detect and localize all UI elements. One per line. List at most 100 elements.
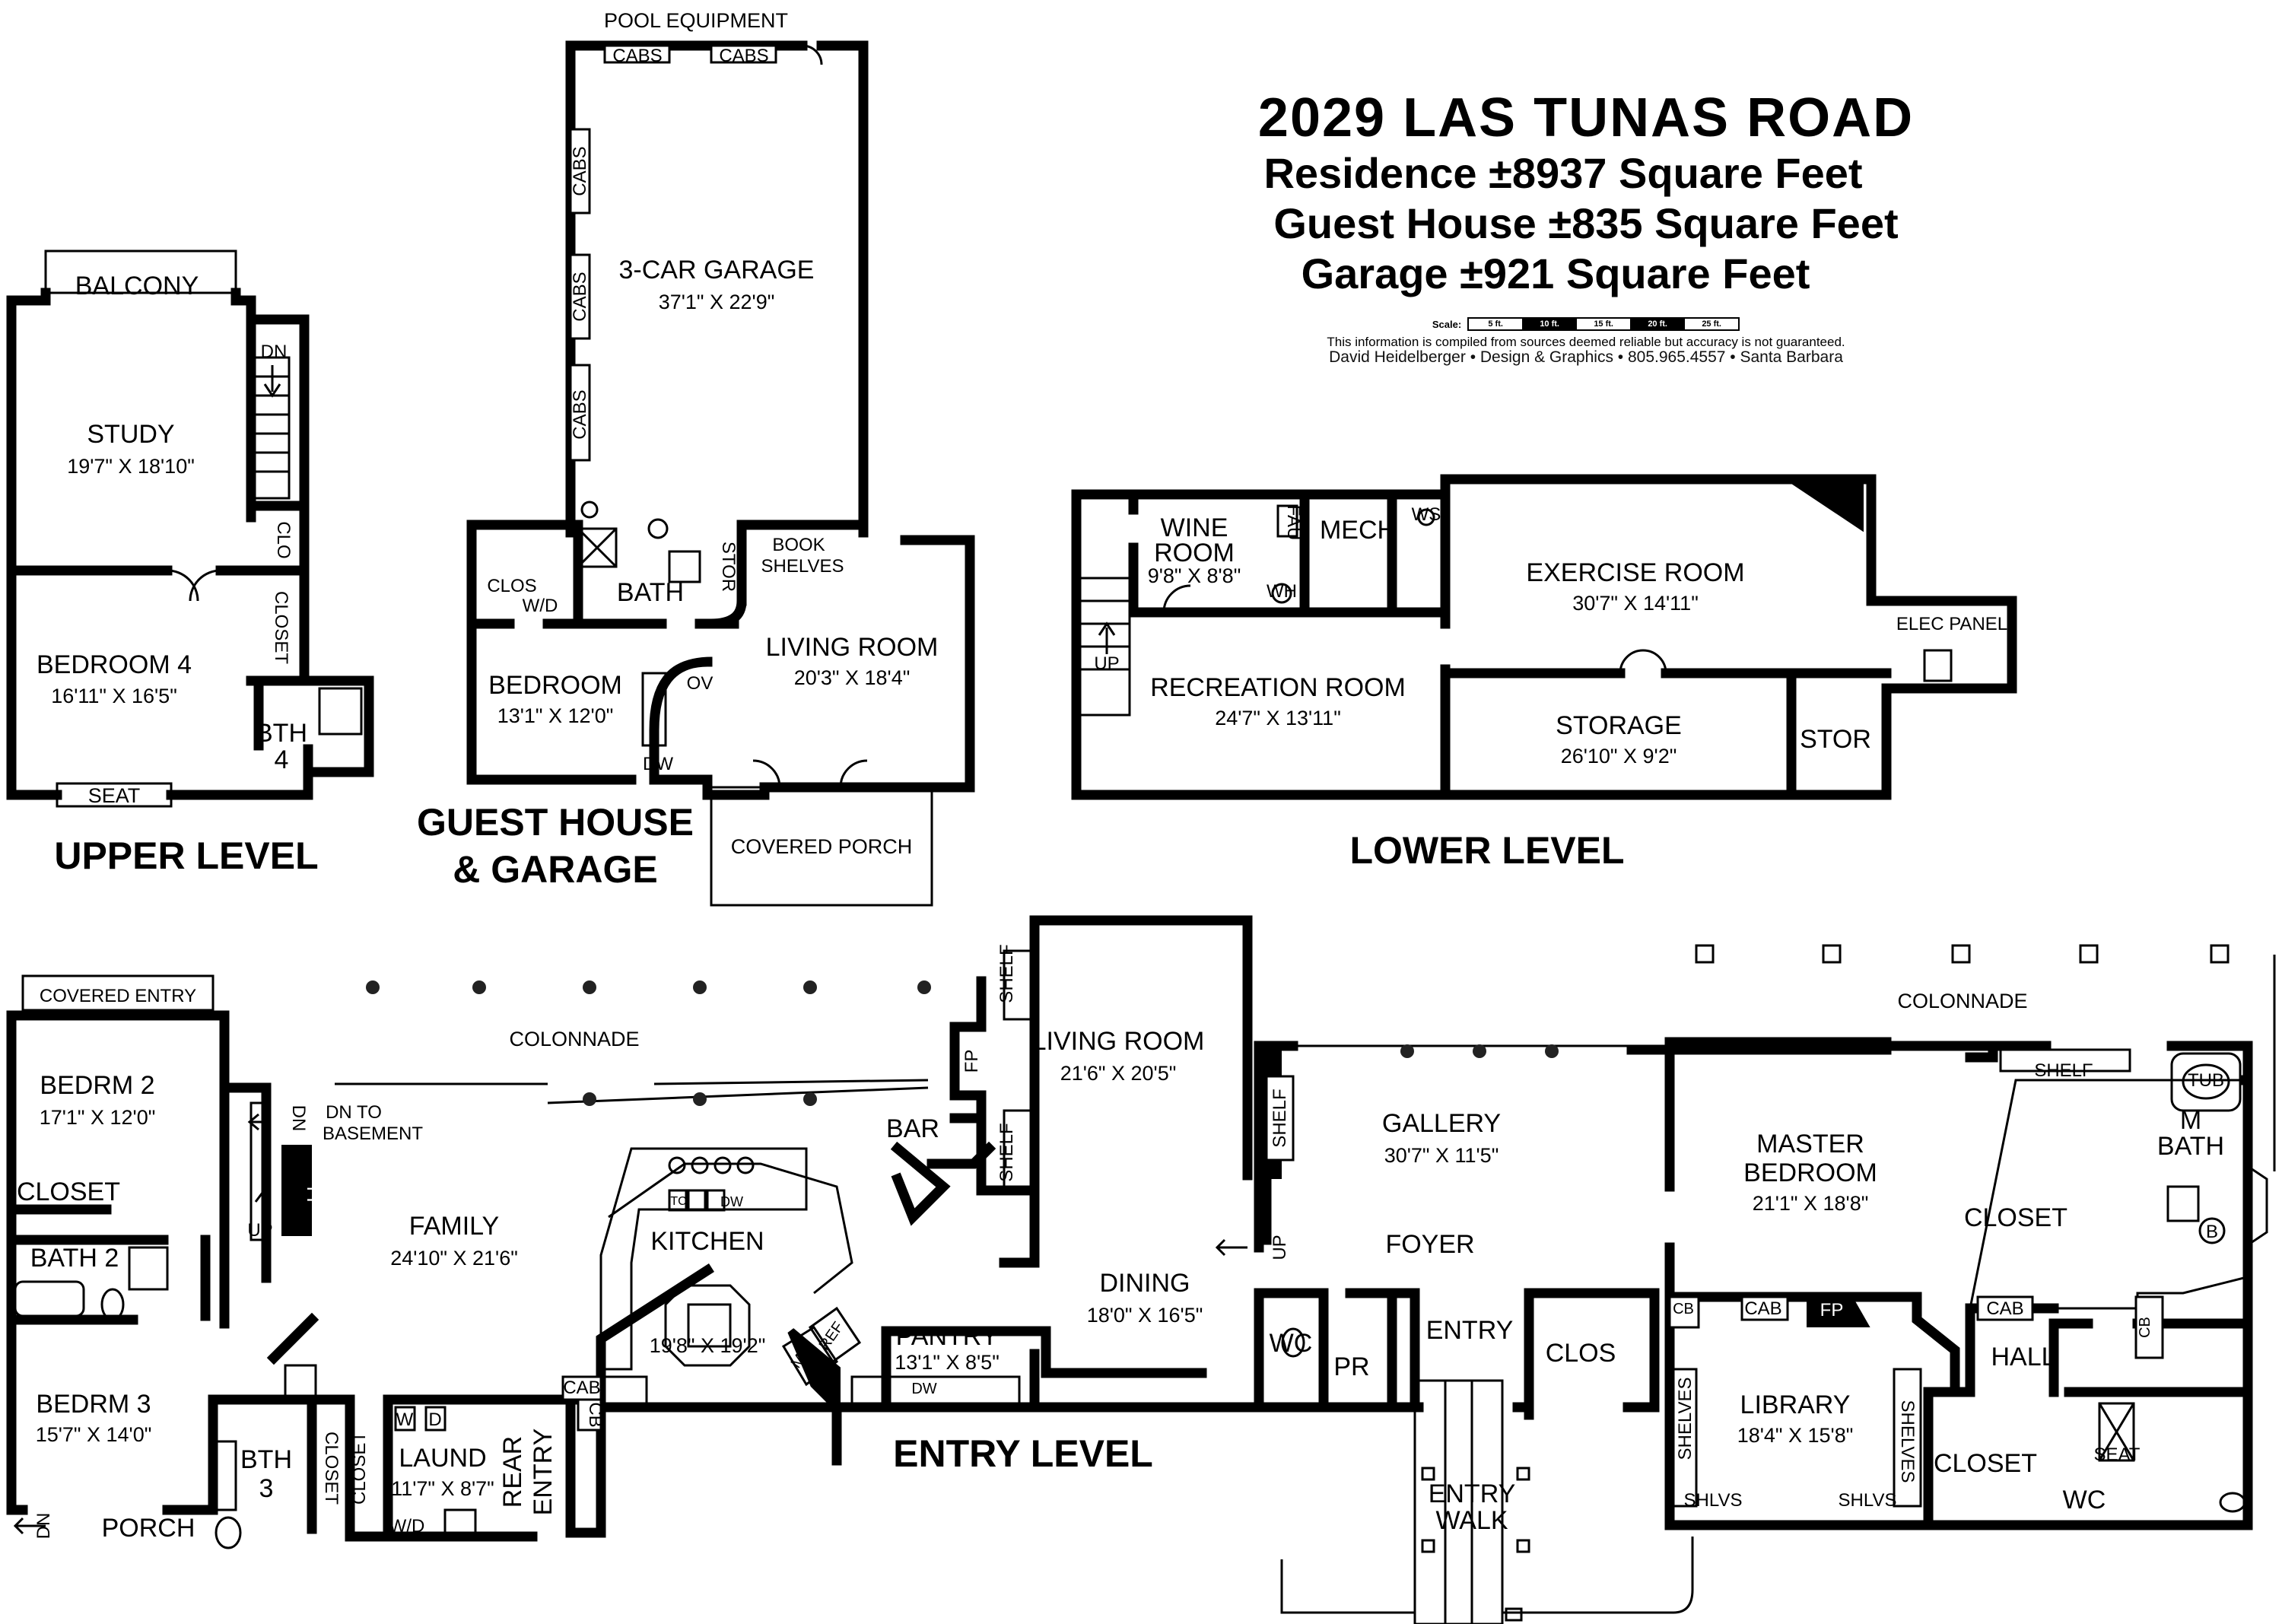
- door-swing: [802, 44, 823, 65]
- tc-box: [668, 1189, 688, 1212]
- upper-level: BALCONY DN STUDY 19'7" X 18'10" CLO CLOS…: [6, 249, 374, 877]
- door-swing: [752, 759, 868, 788]
- cabs-label: CABS: [570, 389, 590, 439]
- covered-entry-label: COVERED ENTRY: [40, 986, 196, 1006]
- door-swing: [1619, 649, 1667, 674]
- washer-label: W: [396, 1409, 414, 1430]
- clo-label: CLO: [273, 521, 294, 558]
- fau-label: FAU: [1283, 505, 1304, 541]
- shelves-label: SHELVES: [1897, 1400, 1918, 1483]
- dryer-label: D: [428, 1409, 441, 1430]
- cabinet: [569, 253, 591, 340]
- pantry-dim: 13'1" X 8'5": [895, 1351, 1000, 1374]
- mech-label: MECH: [1320, 516, 1396, 545]
- up-label: UP: [1270, 1235, 1290, 1260]
- shlvs-label: SHLVS: [1839, 1490, 1897, 1511]
- colonnade-right-columns: [1400, 944, 2230, 1058]
- cabinet: [569, 128, 591, 215]
- storage-label: STORAGE: [1556, 711, 1682, 740]
- toilet-icon: [1281, 1327, 1305, 1358]
- bedrm3-label: BEDRM 3: [36, 1390, 151, 1419]
- arrow-up-icon: [254, 1190, 271, 1228]
- scale-mark: 10 ft.: [1523, 319, 1578, 329]
- walkway-curve: [1280, 1559, 1415, 1614]
- scale-mark: 5 ft.: [1469, 319, 1524, 329]
- shelves-label: SHELVES: [1675, 1378, 1696, 1460]
- stool: [668, 1156, 686, 1174]
- colonnade-left-columns: [366, 980, 931, 1106]
- wine-room-dim: 9'8" X 8'8": [1148, 564, 1241, 587]
- bidet-icon: [2198, 1217, 2226, 1244]
- stair: [253, 356, 291, 500]
- entry-level-title: ENTRY LEVEL: [893, 1432, 1153, 1475]
- fau-unit: [1276, 504, 1298, 538]
- family-dim: 24'10" X 21'6": [390, 1247, 518, 1270]
- colonnade-label-right: COLONNADE: [1897, 990, 2027, 1012]
- dn-label: DN: [288, 1105, 309, 1132]
- fireplace: [281, 1145, 312, 1236]
- walk-post: [1505, 1607, 1523, 1622]
- bth3-num: 3: [259, 1474, 274, 1503]
- cabinet: [1668, 1295, 1700, 1329]
- pantry-dw-label: DW: [911, 1381, 936, 1397]
- tub-basin: [2182, 1063, 2230, 1100]
- sink-counter: [599, 1375, 648, 1409]
- guest-house-title: GUEST HOUSE: [417, 801, 694, 844]
- m-bath-label-2: BATH: [2157, 1132, 2224, 1161]
- tc-label: TC: [670, 1195, 686, 1208]
- toilet-icon: [215, 1516, 242, 1549]
- scale-mark: 15 ft.: [1577, 319, 1632, 329]
- guest-house: POOL EQUIPMENT CABS CABS CABS CABS CABS …: [417, 9, 975, 907]
- toilet-icon: [100, 1288, 125, 1321]
- shelf-label: SHELF: [996, 944, 1017, 1003]
- bar-label: BAR: [886, 1114, 939, 1143]
- wc-label: WC: [1270, 1329, 1313, 1358]
- dw-label: DW: [720, 1194, 743, 1209]
- stool: [736, 1156, 755, 1174]
- sink-icon: [668, 550, 701, 583]
- cabs-label: CABS: [570, 146, 590, 195]
- kitchen-dim: 19'8" X 19'2": [650, 1334, 766, 1357]
- family-label: FAMILY: [409, 1212, 499, 1241]
- up-label: UP: [1094, 653, 1119, 674]
- shelf: [1003, 949, 1032, 1021]
- garage-area: Garage ±921 Square Feet: [1301, 249, 1810, 297]
- fp-label: FP: [1820, 1300, 1844, 1320]
- cabinet: [569, 364, 591, 462]
- door-swing: [1162, 584, 1191, 613]
- toilet-icon: [1923, 649, 1953, 682]
- kitchen-island: [664, 1284, 751, 1367]
- residence-area: Residence ±8937 Square Feet: [1263, 149, 1863, 197]
- bth4-num: 4: [275, 745, 289, 774]
- laundry-dim: 11'7" X 8'7": [391, 1477, 494, 1500]
- porch-label: PORCH: [102, 1514, 195, 1543]
- master-dim: 21'1" X 18'8": [1753, 1192, 1869, 1215]
- scale-label: Scale:: [1432, 318, 1462, 330]
- shower-icon: [2098, 1402, 2135, 1462]
- cabs-label: CABS: [612, 46, 662, 66]
- covered-porch: [710, 786, 933, 907]
- cabinet: [603, 44, 671, 64]
- m-bath-label: M: [2180, 1106, 2201, 1135]
- wc-label-2: WC: [2063, 1486, 2106, 1514]
- library-label: LIBRARY: [1740, 1390, 1851, 1419]
- cabinet: [2134, 1295, 2164, 1359]
- kitchen-label: KITCHEN: [650, 1227, 764, 1256]
- basement-label: BASEMENT: [323, 1123, 423, 1144]
- entry-walk-label: ENTRY: [1429, 1479, 1516, 1508]
- stool: [714, 1156, 732, 1174]
- book-label: BOOK: [772, 535, 825, 555]
- cab-label: CAB: [563, 1378, 600, 1398]
- ref-label: REF: [816, 1319, 847, 1353]
- cabinet: [1976, 1295, 2034, 1321]
- cabinet: [710, 44, 777, 64]
- master-label: MASTER: [1756, 1130, 1864, 1158]
- mic-cabinet: [781, 1325, 839, 1387]
- bathtub: [211, 1440, 237, 1511]
- shelf: [1265, 1075, 1295, 1162]
- rear-label: REAR: [498, 1436, 527, 1508]
- kitchen-island-outline: [608, 1162, 853, 1295]
- bedroom4-label: BEDROOM 4: [37, 650, 192, 679]
- washer-box: [394, 1406, 416, 1432]
- ws-label: WS: [1412, 504, 1441, 525]
